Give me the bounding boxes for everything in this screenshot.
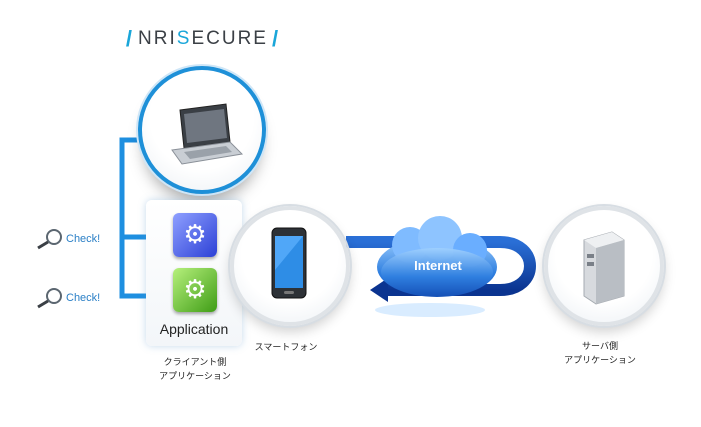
server-node — [544, 206, 664, 326]
check-text: Check! — [66, 233, 101, 245]
logo-text-b: S — [176, 28, 192, 49]
check-label-1: Check! — [34, 228, 100, 250]
smartphone-caption: スマートフォン — [254, 343, 318, 353]
magnifier-icon — [37, 288, 62, 309]
application-label: Application — [159, 321, 229, 337]
logo-slash-right: / — [271, 26, 281, 51]
laptop-connector-line — [119, 137, 160, 299]
logo-slash-left: / — [125, 26, 135, 51]
server-icon — [583, 231, 625, 305]
logo-text-c: ECURE — [191, 28, 268, 49]
client-caption-line1: クライアント側 — [163, 358, 227, 368]
server-caption-line1: サーバ側 — [582, 342, 618, 352]
network-loop-band — [346, 236, 536, 296]
client-caption-line2: アプリケーション — [159, 372, 231, 382]
server-app-caption: サーバ側 アプリケーション — [530, 340, 670, 368]
internet-label: Internet — [414, 258, 462, 273]
check-label-2: Check! — [34, 287, 100, 309]
internet-cloud — [375, 216, 497, 317]
server-caption-line2: アプリケーション — [564, 356, 636, 366]
laptop-node — [138, 66, 266, 194]
gear-icon: ⚙ — [173, 268, 217, 312]
network-loop-arrowhead — [370, 278, 388, 302]
smartphone-icon — [271, 227, 307, 299]
smartphone-node — [230, 206, 350, 326]
client-app-caption: クライアント側 アプリケーション — [130, 356, 260, 384]
magnifier-icon — [37, 229, 62, 250]
check-text: Check! — [66, 292, 101, 304]
gear-icon: ⚙ — [173, 213, 217, 257]
laptop-icon — [171, 103, 244, 165]
logo-text-a: NRI — [138, 28, 177, 49]
